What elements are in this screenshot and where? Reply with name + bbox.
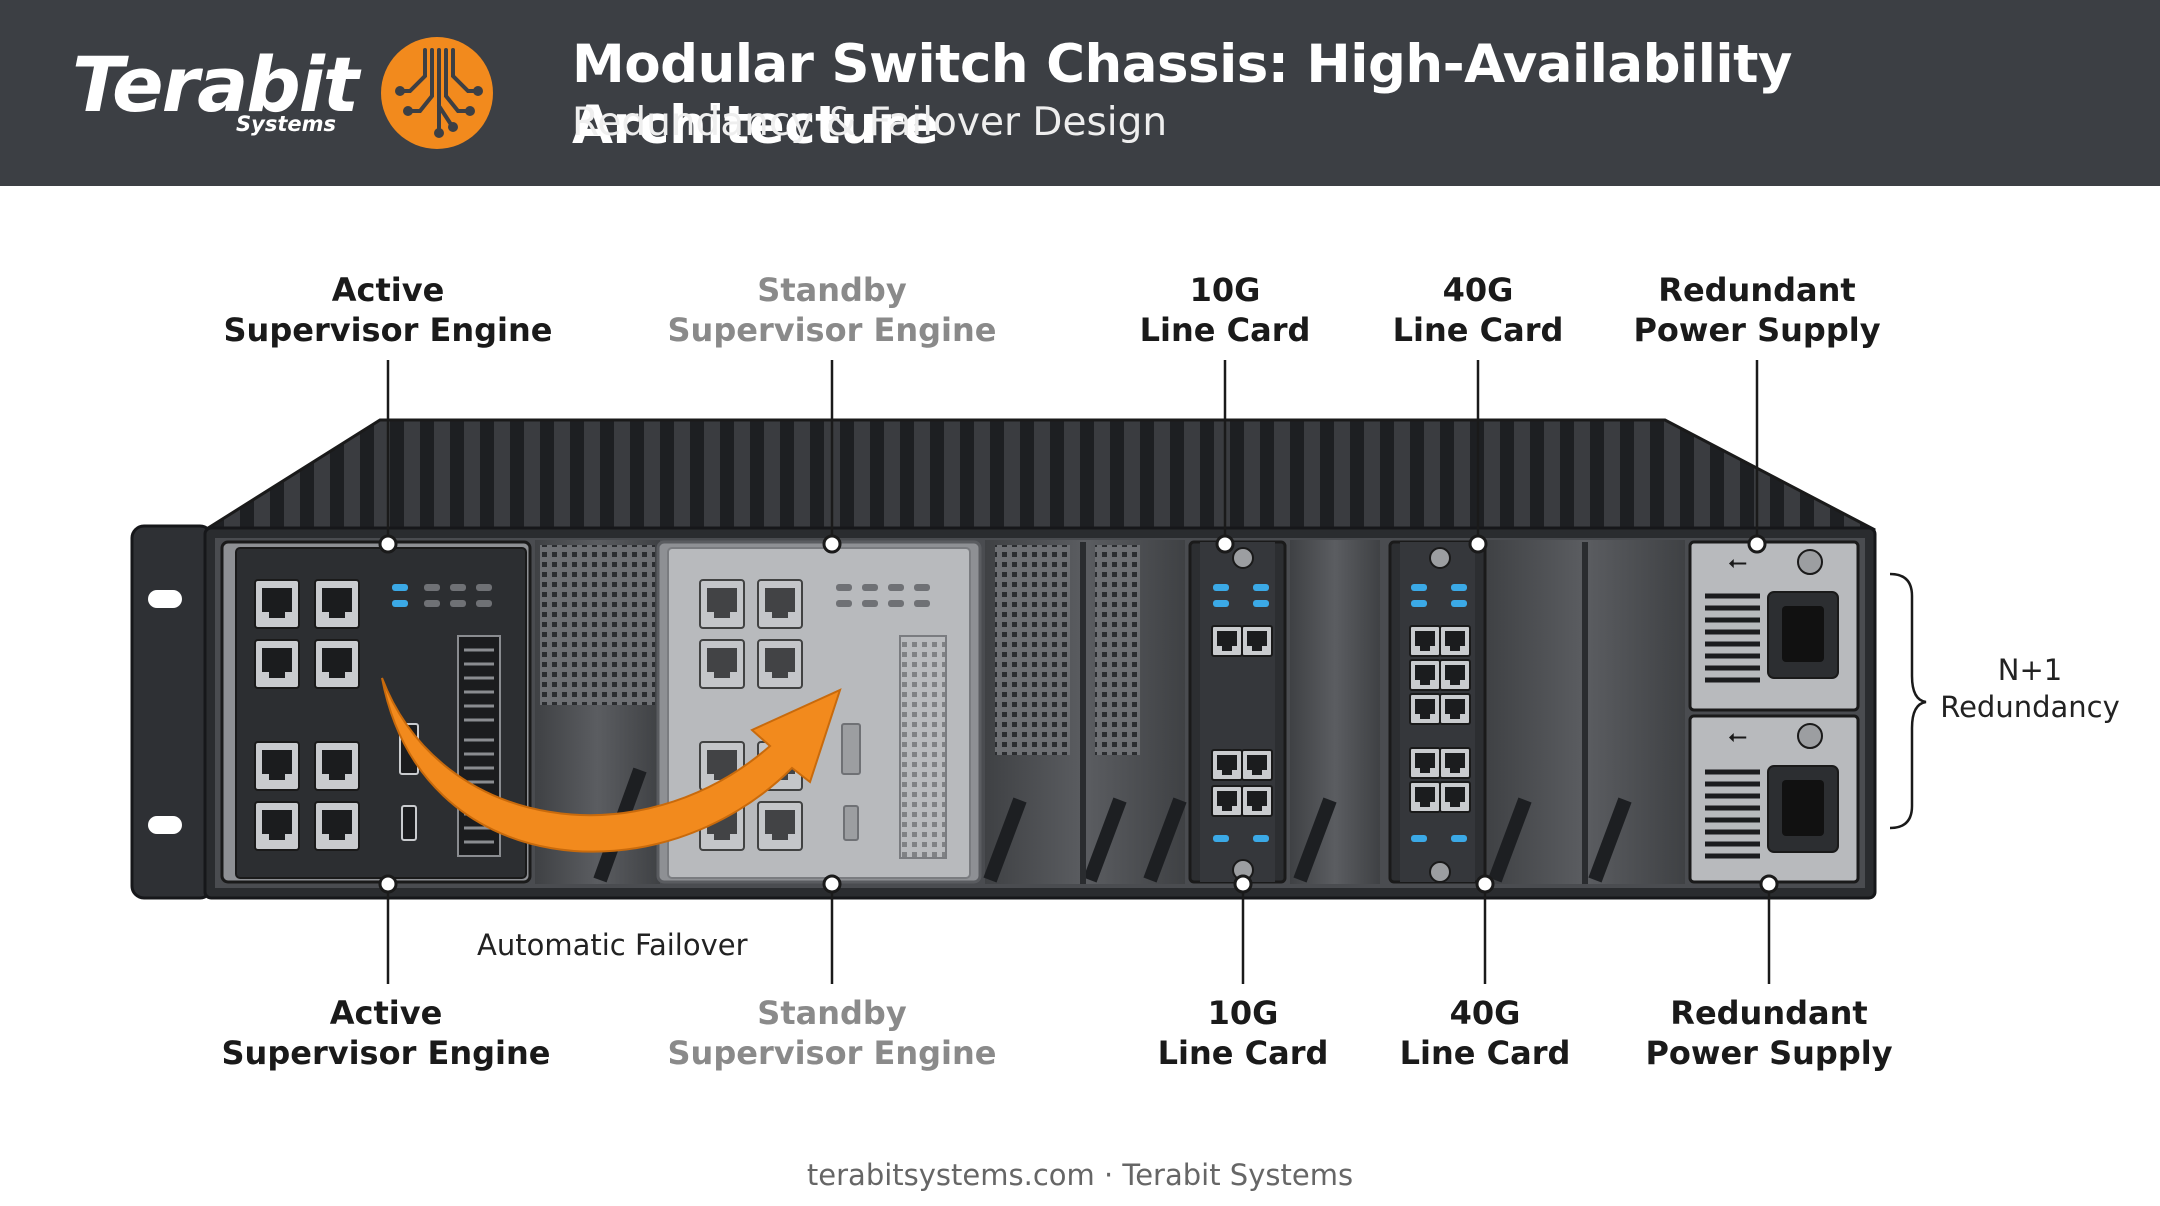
power-supply-top: ⭠ <box>1688 540 1860 712</box>
screw-icon <box>1232 547 1254 569</box>
usb-icon: ⭠ <box>1728 548 1747 576</box>
page-subtitle: Redundancy & Failover Design <box>572 100 1168 145</box>
usb-icon: ⭠ <box>1728 722 1747 750</box>
screw-icon <box>1429 861 1451 883</box>
power-supply-bottom: ⭠ <box>1688 714 1860 884</box>
header-bar: Terabit Systems Modular Switch Chassis: … <box>0 0 2160 186</box>
rack-ear-left <box>130 524 214 900</box>
logo-circuit-icon <box>381 37 493 149</box>
failover-label: Automatic Failover <box>477 928 748 962</box>
failover-arrow-icon <box>381 677 842 853</box>
redundancy-label: N+1 Redundancy <box>1940 653 2120 724</box>
screw-icon <box>1797 723 1823 749</box>
footer-text: terabitsystems.com · Terabit Systems <box>806 1158 1354 1192</box>
line-card-40g <box>1388 540 1487 884</box>
logo-subtext: Systems <box>236 112 336 136</box>
logo-wordmark: Terabit <box>72 40 359 129</box>
active-supervisor-card <box>220 540 532 884</box>
page-title: Modular Switch Chassis: High-Availabilit… <box>572 34 1792 156</box>
rack-ear-hole <box>148 590 182 608</box>
screw-icon <box>1797 549 1823 575</box>
chassis-top-fins <box>199 418 1876 532</box>
brace-icon <box>1889 572 1927 830</box>
rack-ear-hole <box>148 816 182 834</box>
screw-icon <box>1429 547 1451 569</box>
chassis-diagram: ⭠ ⭠ <box>130 360 1927 984</box>
line-card-10g <box>1188 540 1287 884</box>
